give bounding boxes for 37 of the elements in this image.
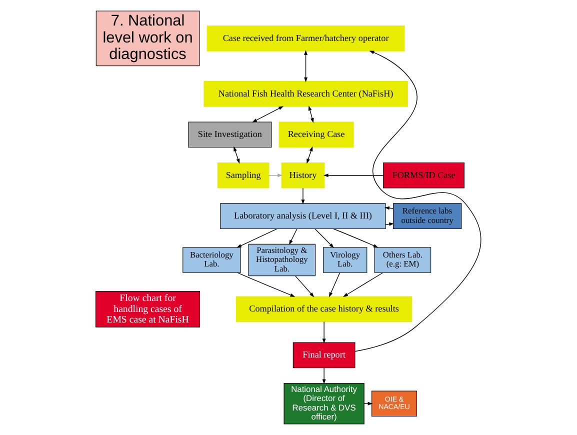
arrow [385, 222, 394, 226]
node-box: Reference labs outside country [392, 203, 462, 230]
arrow [329, 272, 340, 298]
node-box: Bacteriology Lab. [182, 247, 241, 273]
node-box: 7. National level work on diagnostics [96, 10, 200, 66]
arrow [301, 188, 305, 205]
arrow [252, 106, 284, 122]
node-box: History [281, 162, 325, 188]
node-box: National Fish Health Research Center (NaFisH) [204, 80, 408, 107]
node-box: Final report [292, 342, 356, 368]
arrow [322, 321, 326, 344]
arrow [384, 206, 394, 210]
node-box: Site Investigation [188, 122, 272, 148]
arrow [323, 174, 384, 178]
node-box: Case received from Farmer/hatchery operator [206, 26, 405, 52]
arrow [289, 228, 298, 245]
node-box: Flow chart for handling cases of EMS case at NaFisH [96, 290, 200, 328]
node-box: Others Lab. (e.g: EM) [374, 247, 432, 273]
arrow [343, 272, 384, 297]
arrow [354, 50, 482, 352]
arrow [304, 50, 308, 82]
arrow [332, 228, 378, 248]
arrow [237, 272, 296, 297]
node-box: Compilation of the case history & results [236, 296, 412, 322]
arrow [234, 146, 240, 164]
node-box: Sampling [217, 162, 270, 188]
arrow [314, 228, 334, 248]
arrow [294, 275, 314, 298]
arrow [322, 368, 326, 384]
node-box: Receiving Case [278, 122, 354, 148]
arrow [236, 228, 278, 248]
node-box: Laboratory analysis (Level I, II & III) [220, 203, 386, 230]
node-box: FORMS/ID Case [383, 162, 464, 188]
node-box: National Authority (Director of Research & DVS officer) [284, 382, 364, 424]
node-box: Parasitology & Histopathology Lab. [248, 244, 316, 276]
node-box: Virology Lab. [323, 247, 368, 273]
arrow [306, 146, 313, 164]
